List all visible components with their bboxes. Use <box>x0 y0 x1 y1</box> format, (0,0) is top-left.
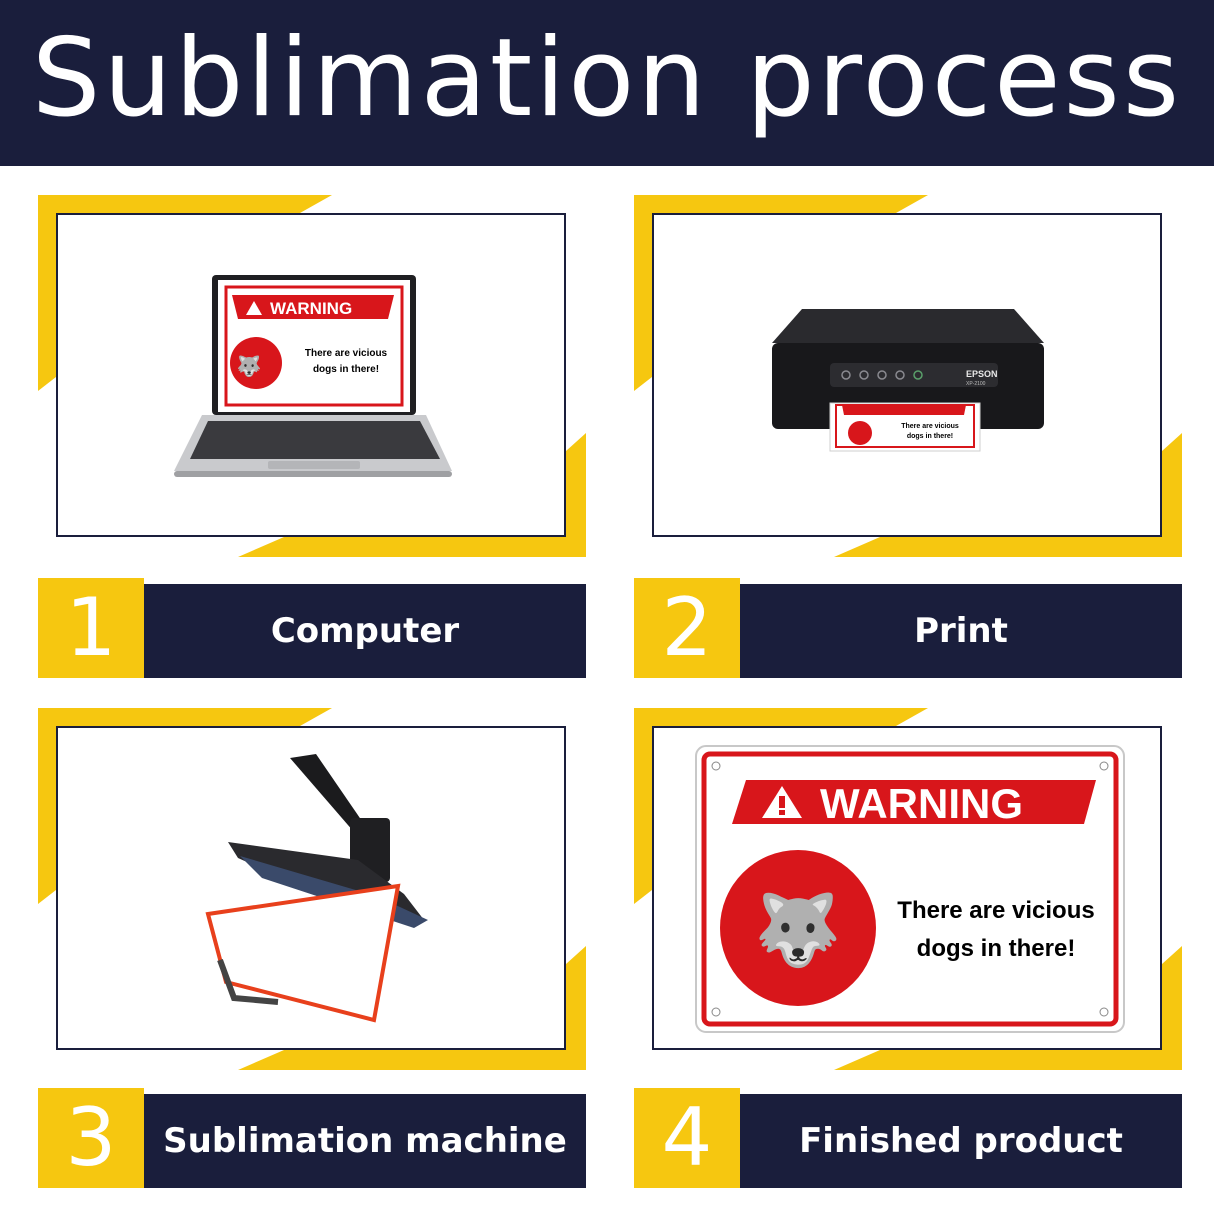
sign-line-2: dogs in there! <box>917 935 1076 962</box>
printer-brand: EPSON <box>966 369 998 379</box>
step-title: Sublimation machine <box>144 1094 586 1188</box>
step-4-label: 4 Finished product <box>634 1088 1182 1188</box>
step-title: Finished product <box>740 1094 1182 1188</box>
title-banner: Sublimation process <box>0 0 1214 166</box>
sign-line-2: dogs in there! <box>907 433 953 440</box>
sign-line-1: There are vicious <box>901 423 959 430</box>
sign-heading: WARNING <box>820 780 1023 827</box>
laptop-illustration: WARNING 🐺 There are vicious dogs in ther… <box>174 275 452 477</box>
sign-line-2: dogs in there! <box>313 364 379 375</box>
step-4-panel: WARNING 🐺 There are vicious dogs in ther… <box>634 708 1182 1070</box>
step-number: 4 <box>634 1088 740 1188</box>
step-3-label: 3 Sublimation machine <box>38 1088 586 1188</box>
yellow-corner-decoration <box>38 708 586 1070</box>
step-1-panel: WARNING 🐺 There are vicious dogs in ther… <box>38 195 586 557</box>
printer-image-frame: EPSON XP-2100 There are vicious dogs in … <box>652 213 1162 537</box>
step-number: 1 <box>38 578 144 678</box>
step-2-panel: EPSON XP-2100 There are vicious dogs in … <box>634 195 1182 557</box>
heat-press-illustration <box>205 754 428 1023</box>
sign-line-1: There are vicious <box>897 897 1094 924</box>
sign-heading: WARNING <box>270 299 352 318</box>
heat-press-image-frame <box>56 726 566 1050</box>
svg-text:🐺: 🐺 <box>237 354 262 378</box>
computer-image-frame: WARNING 🐺 There are vicious dogs in ther… <box>56 213 566 537</box>
finished-sign-image-frame: WARNING 🐺 There are vicious dogs in ther… <box>652 726 1162 1050</box>
step-1-label: 1 Computer <box>38 578 586 678</box>
step-3-panel <box>38 708 586 1070</box>
dogs-icon: 🐺 <box>754 889 841 971</box>
warning-sign-illustration: WARNING 🐺 There are vicious dogs in ther… <box>695 745 1125 1033</box>
step-number: 3 <box>38 1088 144 1188</box>
step-2-label: 2 Print <box>634 578 1182 678</box>
sign-line-1: There are vicious <box>305 348 388 359</box>
yellow-corner-decoration <box>634 195 1182 557</box>
step-number: 2 <box>634 578 740 678</box>
printer-model: XP-2100 <box>966 381 986 387</box>
yellow-corner-decoration <box>38 195 586 557</box>
printer-illustration: EPSON XP-2100 There are vicious dogs in … <box>772 309 1044 452</box>
page-title: Sublimation process <box>31 16 1183 141</box>
step-title: Computer <box>144 584 586 678</box>
yellow-corner-decoration <box>634 708 1182 1070</box>
step-title: Print <box>740 584 1182 678</box>
